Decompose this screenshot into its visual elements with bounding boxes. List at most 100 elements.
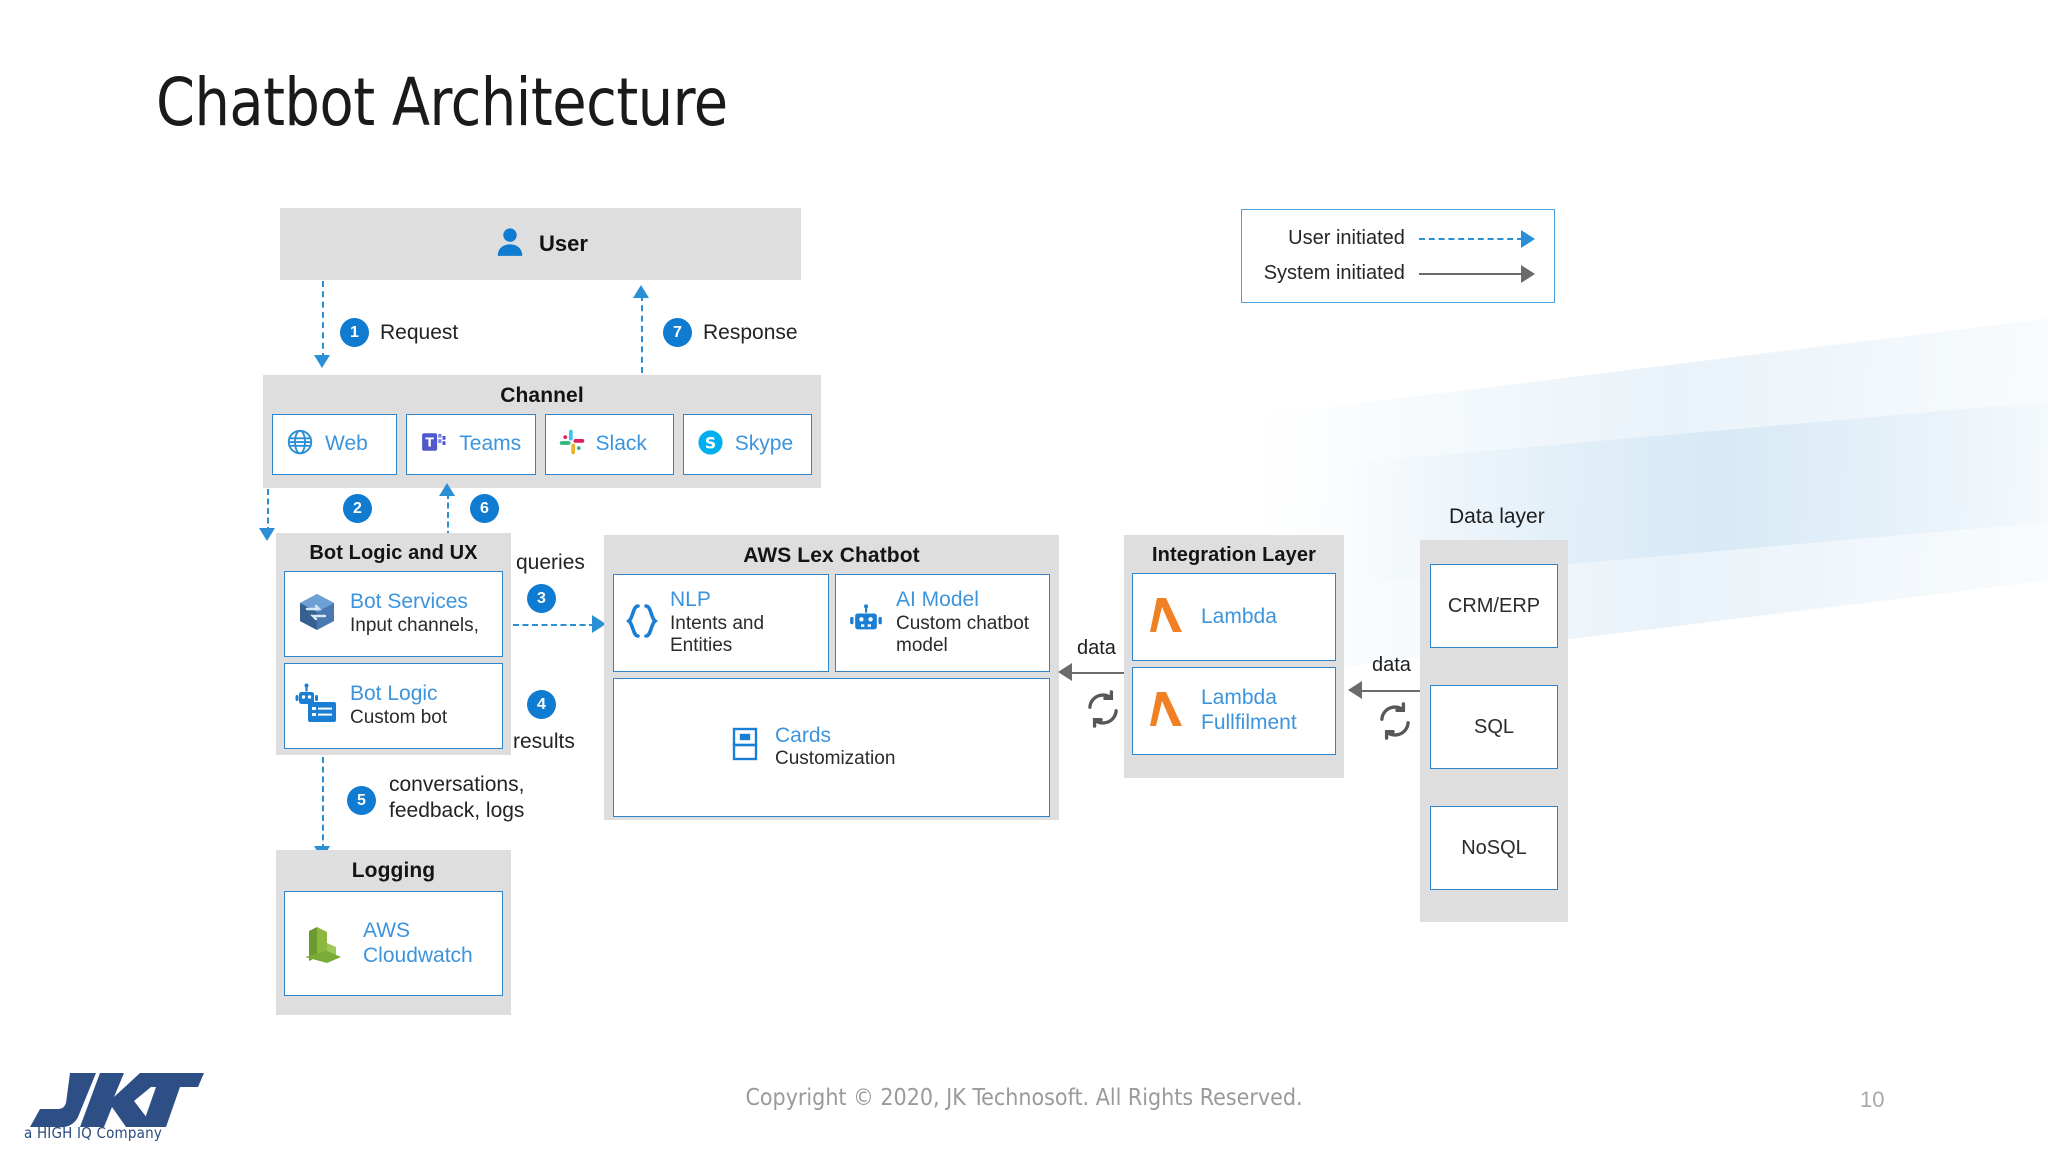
- arrowhead-botlogic-to-lex: [592, 615, 606, 633]
- channel-item-skype[interactable]: S Skype: [682, 414, 813, 475]
- data-item-nosql[interactable]: NoSQL: [1430, 806, 1558, 890]
- arrow-integration-to-lex: [1072, 672, 1148, 674]
- step-badge-2: 2: [343, 494, 372, 523]
- step-label-3: queries: [516, 551, 585, 574]
- legend-row-user-initiated: User initiated: [1260, 227, 1536, 250]
- channel-label-web: Web: [325, 432, 368, 456]
- arrow-user-to-channel: [322, 281, 324, 359]
- aws-cloudwatch-card[interactable]: AWS Cloudwatch: [284, 891, 503, 996]
- page-number: 10: [1860, 1087, 1885, 1112]
- bot-services-card[interactable]: Bot Services Input channels,: [284, 571, 503, 657]
- aws-cloudwatch-icon: [295, 913, 351, 974]
- lambda-icon: [1149, 593, 1187, 642]
- bot-logic-sub: Custom bot: [350, 706, 448, 728]
- step-badge-5: 5: [347, 786, 376, 815]
- arrow-channel-to-user: [641, 295, 643, 373]
- arrowhead-integration-to-lex: [1058, 663, 1072, 681]
- step-badge-7: 7: [663, 318, 692, 347]
- sync-icon-right: [1374, 700, 1416, 747]
- channel-group: Channel Web T: [263, 375, 821, 488]
- page-title: Chatbot Architecture: [156, 64, 728, 141]
- footer-copyright: Copyright © 2020, JK Technosoft. All Rig…: [745, 1085, 1303, 1111]
- lambda-card[interactable]: Lambda: [1132, 573, 1336, 661]
- robot-icon: [846, 601, 886, 646]
- data-layer-group: CRM/ERP SQL NoSQL: [1420, 540, 1568, 922]
- arrowhead-channel-to-user: [633, 285, 649, 298]
- arrowhead-datalayer-to-integration: [1348, 681, 1362, 699]
- jkt-logo-tagline: a HIGH IQ Company: [24, 1124, 163, 1142]
- step-label-1: Request: [380, 321, 459, 344]
- nlp-sub: Intents and Entities: [670, 612, 765, 657]
- data-item-sql[interactable]: SQL: [1430, 685, 1558, 769]
- arrow-botlogic-to-logging: [322, 757, 324, 850]
- arrowhead-botlogic-to-channel: [439, 483, 455, 496]
- arrowhead-channel-to-botlogic: [259, 528, 275, 541]
- arrow-datalayer-to-integration: [1362, 690, 1420, 692]
- legend-row-system-initiated: System initiated: [1260, 262, 1536, 285]
- arrow-botlogic-to-lex: [513, 624, 595, 626]
- braces-icon: [624, 601, 660, 646]
- bot-services-title: Bot Services: [350, 590, 468, 614]
- user-label: User: [539, 231, 588, 256]
- step-label-4: results: [513, 730, 575, 753]
- step-badge-1: 1: [340, 318, 369, 347]
- aws-lex-header: AWS Lex Chatbot: [743, 544, 920, 567]
- cards-title: Cards: [775, 723, 832, 747]
- step-badge-4: 4: [527, 690, 556, 719]
- channel-header: Channel: [500, 384, 584, 407]
- cards-card[interactable]: Cards Customization: [613, 678, 1050, 817]
- bot-logic-card[interactable]: Bot Logic Custom bot: [284, 663, 503, 749]
- ai-model-title: AI Model: [896, 587, 979, 611]
- bot-logic-group: Bot Logic and UX Bot Services Input chan…: [276, 533, 511, 755]
- arrowhead-user-to-channel: [314, 355, 330, 368]
- person-icon: [493, 225, 527, 264]
- cards-sub: Customization: [775, 748, 896, 770]
- data-layer-label: Data layer: [1449, 505, 1545, 528]
- aws-cloudwatch-title: AWS Cloudwatch: [363, 918, 473, 967]
- nlp-card[interactable]: NLP Intents and Entities: [613, 574, 829, 672]
- channel-label-teams: Teams: [459, 432, 522, 456]
- ai-model-sub: Custom chatbot model: [896, 612, 1030, 657]
- bot-services-icon: [293, 588, 341, 641]
- user-group: User: [280, 208, 801, 280]
- channel-item-teams[interactable]: T Teams: [406, 414, 536, 475]
- data-label-right: data: [1372, 654, 1411, 676]
- data-item-label-nosql: NoSQL: [1461, 836, 1527, 859]
- bot-logic-title: Bot Logic: [350, 682, 438, 706]
- slack-icon: [558, 428, 586, 461]
- step-label-5: conversations, feedback, logs: [389, 773, 525, 822]
- lambda-icon-2: [1149, 687, 1187, 736]
- channel-item-web[interactable]: Web: [272, 414, 398, 475]
- aws-lex-group: AWS Lex Chatbot NLP Intents and Entities: [604, 535, 1059, 820]
- svg-text:T: T: [426, 435, 435, 450]
- legend-solid-gray-arrow: [1418, 264, 1536, 283]
- bot-services-sub: Input channels,: [350, 614, 479, 636]
- step-label-7: Response: [703, 321, 798, 344]
- legend-label-user-initiated: User initiated: [1288, 227, 1405, 249]
- ai-model-card[interactable]: AI Model Custom chatbot model: [835, 574, 1050, 672]
- sync-icon-left: [1082, 688, 1124, 735]
- step-badge-3: 3: [527, 584, 556, 613]
- lambda-title: Lambda: [1201, 604, 1277, 628]
- channel-item-slack[interactable]: Slack: [544, 414, 674, 475]
- integration-layer-header: Integration Layer: [1152, 544, 1316, 566]
- channel-label-slack: Slack: [595, 432, 647, 456]
- step-badge-6: 6: [470, 494, 499, 523]
- legend-box: User initiated System initiated: [1241, 209, 1555, 303]
- globe-icon: [285, 427, 315, 462]
- channel-label-skype: Skype: [734, 432, 794, 456]
- background-watermark: [1255, 306, 2048, 674]
- logging-header: Logging: [351, 859, 436, 882]
- bot-logic-header: Bot Logic and UX: [309, 542, 478, 564]
- logging-group: Logging AWS Cloudwatch: [276, 850, 511, 1015]
- lambda-fullfilment-card[interactable]: Lambda Fullfilment: [1132, 667, 1336, 755]
- data-label-left: data: [1077, 637, 1116, 659]
- integration-layer-group: Integration Layer Lambda Lambda Fullfilm…: [1124, 535, 1344, 778]
- arrow-channel-to-botlogic: [267, 489, 269, 533]
- lambda-fullfilment-title: Lambda Fullfilment: [1201, 686, 1297, 734]
- legend-label-system-initiated: System initiated: [1263, 262, 1405, 284]
- legend-dashed-blue-arrow: [1418, 229, 1536, 248]
- microsoft-teams-icon: T: [419, 427, 449, 462]
- data-item-crm-erp[interactable]: CRM/ERP: [1430, 564, 1558, 648]
